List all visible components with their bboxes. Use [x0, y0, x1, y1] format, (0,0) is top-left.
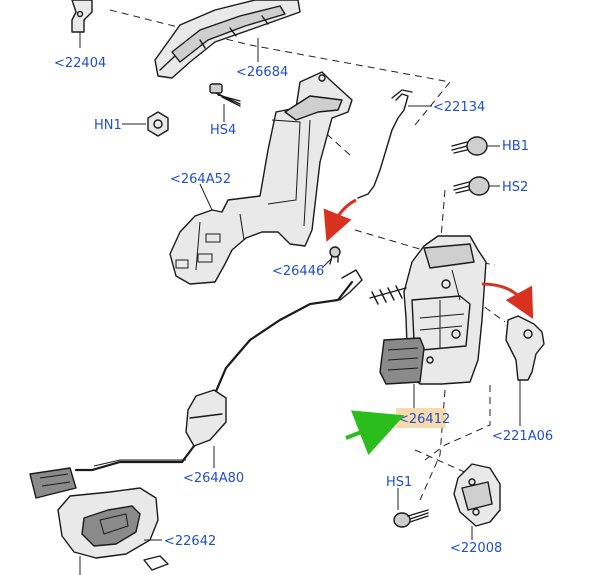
- label-22642: <22642: [164, 534, 216, 549]
- red-arrow-rod: [323, 198, 357, 242]
- label-hb1: HB1: [502, 139, 529, 154]
- label-26684: <26684: [236, 65, 288, 80]
- label-26446: <26446: [272, 264, 324, 279]
- bracket-22404[interactable]: [71, 0, 93, 48]
- label-264a80: <264A80: [183, 471, 244, 486]
- bolt-hb1[interactable]: [451, 136, 500, 156]
- label-22134: <22134: [433, 100, 485, 115]
- screw-hs1[interactable]: [393, 488, 429, 528]
- label-hs4: HS4: [210, 123, 236, 138]
- bracket-264a52[interactable]: [169, 71, 353, 285]
- latch-26412[interactable]: [369, 235, 487, 408]
- inside-handle-22642[interactable]: [57, 487, 169, 575]
- rod-22134[interactable]: [357, 89, 432, 199]
- striker-22008[interactable]: [453, 463, 501, 540]
- lever-221a06[interactable]: [505, 315, 545, 426]
- screw-hs2[interactable]: [453, 176, 500, 196]
- label-26412: <26412: [398, 412, 450, 427]
- label-22008: <22008: [450, 541, 502, 556]
- nut-hn1[interactable]: [122, 111, 169, 137]
- highlight-26412: [396, 408, 446, 428]
- label-221a06: <221A06: [492, 429, 553, 444]
- screw-hs4[interactable]: [209, 83, 241, 122]
- red-arrow-latch: [481, 282, 534, 320]
- green-arrow: [345, 410, 405, 456]
- handle-26684[interactable]: [154, 0, 301, 79]
- clip-26446[interactable]: [321, 246, 341, 269]
- label-22404: <22404: [54, 56, 106, 71]
- label-hs2: HS2: [502, 180, 528, 195]
- label-hs1: HS1: [386, 475, 412, 490]
- label-hn1: HN1: [94, 118, 122, 133]
- label-264a52: <264A52: [170, 172, 231, 187]
- cable-264a80[interactable]: [29, 269, 363, 499]
